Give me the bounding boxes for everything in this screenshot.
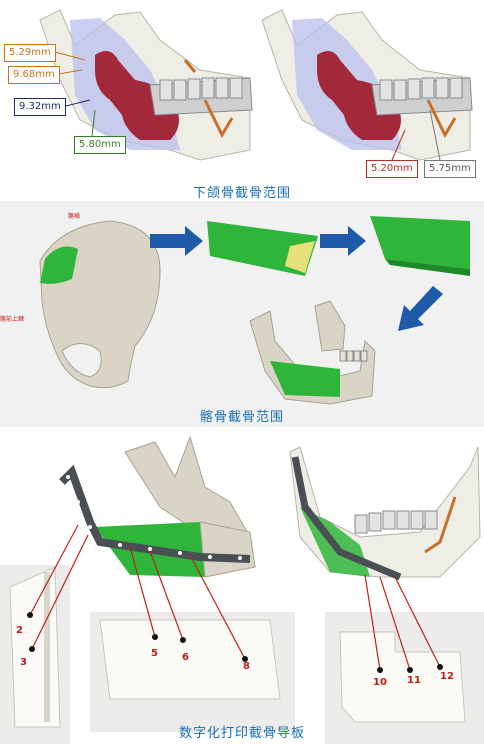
- hole-number: 12: [440, 671, 454, 682]
- hole-number: 5: [151, 648, 158, 659]
- reconstructed-mandible: [249, 300, 376, 405]
- guide-3d-print-2: [90, 612, 295, 732]
- panel-caption: 下颌骨截骨范围: [192, 186, 291, 201]
- hole-number: 3: [20, 657, 27, 668]
- panel-caption: 髂骨截骨范围: [199, 410, 284, 425]
- hole-number: 2: [16, 625, 23, 636]
- left-plated-mandible: [59, 435, 256, 578]
- measurement-label: 5.80mm: [74, 136, 126, 154]
- surgical-guide-panel: 2 3 5 6 8 10 11 12 数字化打印截骨导板: [0, 427, 484, 744]
- hole-number: 11: [407, 675, 421, 686]
- right-plated-mandible: [289, 446, 481, 581]
- measurement-label: 9.32mm: [14, 98, 66, 116]
- measurement-label: 5.75mm: [424, 160, 476, 178]
- iliac-resection-figure: [39, 216, 470, 405]
- hole-number: 8: [243, 661, 250, 672]
- iliac-resection-panel: 髂嵴 髂前上棘 髂骨截骨范围: [0, 201, 484, 427]
- anterior-superior-spine-label: 髂前上棘: [0, 316, 25, 323]
- measurement-label: 5.29mm: [4, 44, 56, 62]
- mandible-resection-figure: [39, 9, 473, 161]
- measurement-label: 9.68mm: [8, 66, 60, 84]
- hole-number: 10: [373, 677, 387, 688]
- mandible-resection-panel: 5.29mm 9.68mm 9.32mm 5.80mm 5.20mm 5.75m…: [0, 0, 484, 201]
- graft-piece-2: [370, 216, 470, 276]
- guide-holes: [27, 612, 443, 673]
- guide-3d-print-3: [325, 612, 484, 744]
- arrow-icon: [150, 226, 443, 331]
- surgical-guide-figure: [0, 435, 484, 744]
- panel-caption: 数字化打印截骨导板: [178, 726, 305, 741]
- hole-number: 6: [182, 652, 189, 663]
- graft-piece-1: [207, 221, 318, 276]
- ilium-model: [39, 220, 161, 389]
- measurement-label: 5.20mm: [366, 160, 418, 178]
- left-mandible-model: [39, 9, 253, 161]
- right-mandible-model: [261, 9, 473, 161]
- iliac-crest-label: 髂嵴: [68, 213, 81, 220]
- callout-lines: [29, 524, 441, 671]
